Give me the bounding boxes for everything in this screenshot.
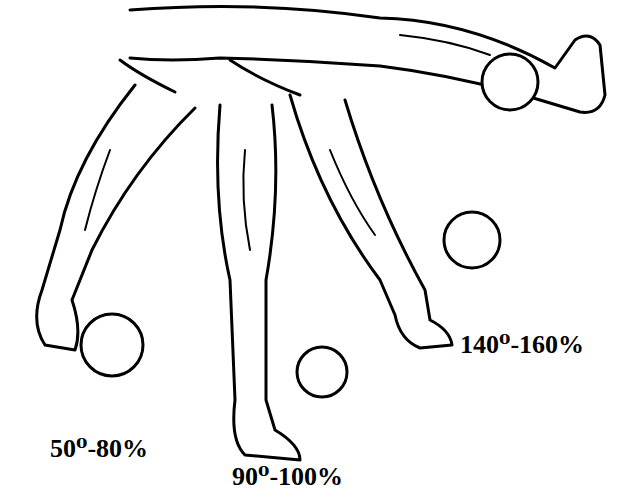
muscle-line <box>243 150 250 250</box>
muscle-line <box>330 150 375 235</box>
ball <box>482 54 538 110</box>
leg-90 <box>218 105 300 460</box>
leg-140 <box>290 95 452 348</box>
ball <box>444 212 500 268</box>
angle-label: 140⁰-160% <box>460 332 584 358</box>
muscle-line <box>400 35 490 55</box>
ball <box>297 347 347 397</box>
muscle-line <box>85 150 110 230</box>
leg-50 <box>37 85 195 350</box>
leg-160 <box>130 6 605 112</box>
hip-line <box>230 60 300 95</box>
angle-label: 50⁰-80% <box>50 436 148 462</box>
hip-line <box>120 60 175 92</box>
angle-label: 90⁰-100% <box>232 464 343 490</box>
ball <box>81 314 143 376</box>
